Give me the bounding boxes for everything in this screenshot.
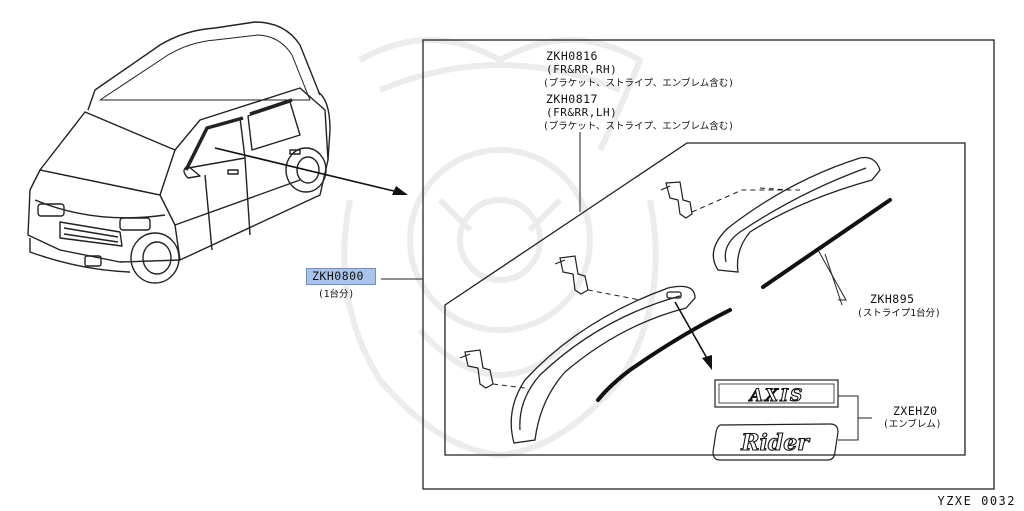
group-code-highlight[interactable] [306,268,376,285]
stripe-note: (ストライプ1台分) [857,308,941,319]
inner-panel [444,142,966,456]
part-side-lh: (FR&RR,LH) [546,106,618,119]
part-note-rh: (ブラケット、ストライプ、エンブレム含む) [543,78,734,89]
stripe-decal [596,198,892,402]
emblem-arrow [674,301,712,370]
axis-badge-text: AXIS [748,386,805,406]
diagram-reference: YZXE 0032 [937,494,1016,508]
visor-rear [712,156,881,273]
stripe-code[interactable]: ZKH895 [870,292,915,306]
visor-front [510,285,696,444]
callout-arrow [214,147,408,195]
group-qty: (1台分) [318,289,355,300]
part-code-rh[interactable]: ZKH0816 [546,49,598,63]
rider-badge-text: Rider [740,430,810,456]
bracket-icon [459,181,693,389]
emblem-badges: AXIS Rider [712,379,839,461]
assembly-dash-lines [492,187,800,389]
watermark-crest [341,37,659,459]
emblem-code[interactable]: ZXEHZ0 [893,404,938,418]
axis-badge [714,379,839,408]
emblem-note: (エンブレム) [883,419,942,430]
leader-lines [381,132,872,441]
part-side-rh: (FR&RR,RH) [546,63,618,76]
part-code-lh[interactable]: ZKH0817 [546,92,598,106]
group-code[interactable]: ZKH0800 [312,269,364,283]
car-illustration [27,21,331,284]
rider-badge [712,423,839,461]
outer-frame [422,39,995,490]
part-note-lh: (ブラケット、ストライプ、エンブレム含む) [543,121,734,132]
